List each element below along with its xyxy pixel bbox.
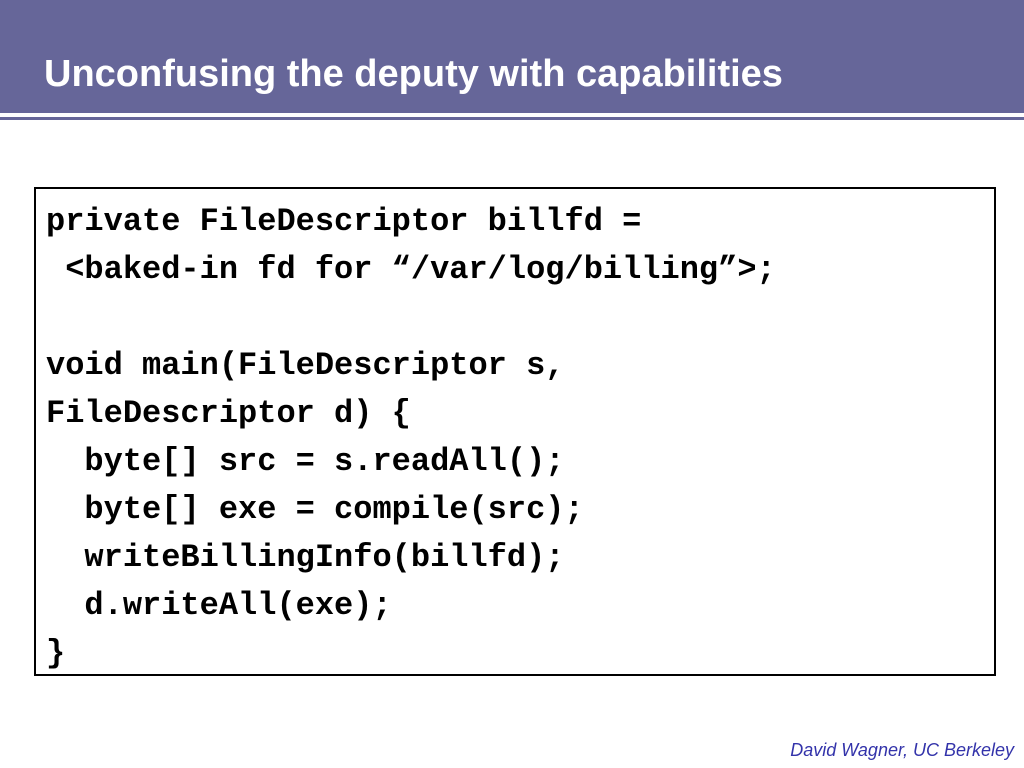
code-line: d.writeAll(exe); bbox=[46, 587, 392, 624]
code-line: byte[] exe = compile(src); bbox=[46, 491, 584, 528]
code-line: byte[] src = s.readAll(); bbox=[46, 443, 565, 480]
slide-title: Unconfusing the deputy with capabilities bbox=[44, 53, 783, 95]
code-line: writeBillingInfo(billfd); bbox=[46, 539, 565, 576]
code-block: private FileDescriptor billfd = <baked-i… bbox=[46, 198, 776, 678]
code-line: } bbox=[46, 635, 66, 672]
title-underline bbox=[0, 117, 1024, 120]
code-box: private FileDescriptor billfd = <baked-i… bbox=[34, 187, 996, 676]
code-line: private FileDescriptor billfd = bbox=[46, 203, 642, 240]
code-line: <baked-in fd for “/var/log/billing”>; bbox=[46, 251, 776, 288]
footer-author: David Wagner, UC Berkeley bbox=[790, 740, 1014, 760]
code-line: FileDescriptor d) { bbox=[46, 395, 411, 432]
code-line-blank bbox=[46, 294, 776, 342]
code-line: void main(FileDescriptor s, bbox=[46, 347, 565, 384]
title-bar: Unconfusing the deputy with capabilities bbox=[0, 0, 1024, 113]
